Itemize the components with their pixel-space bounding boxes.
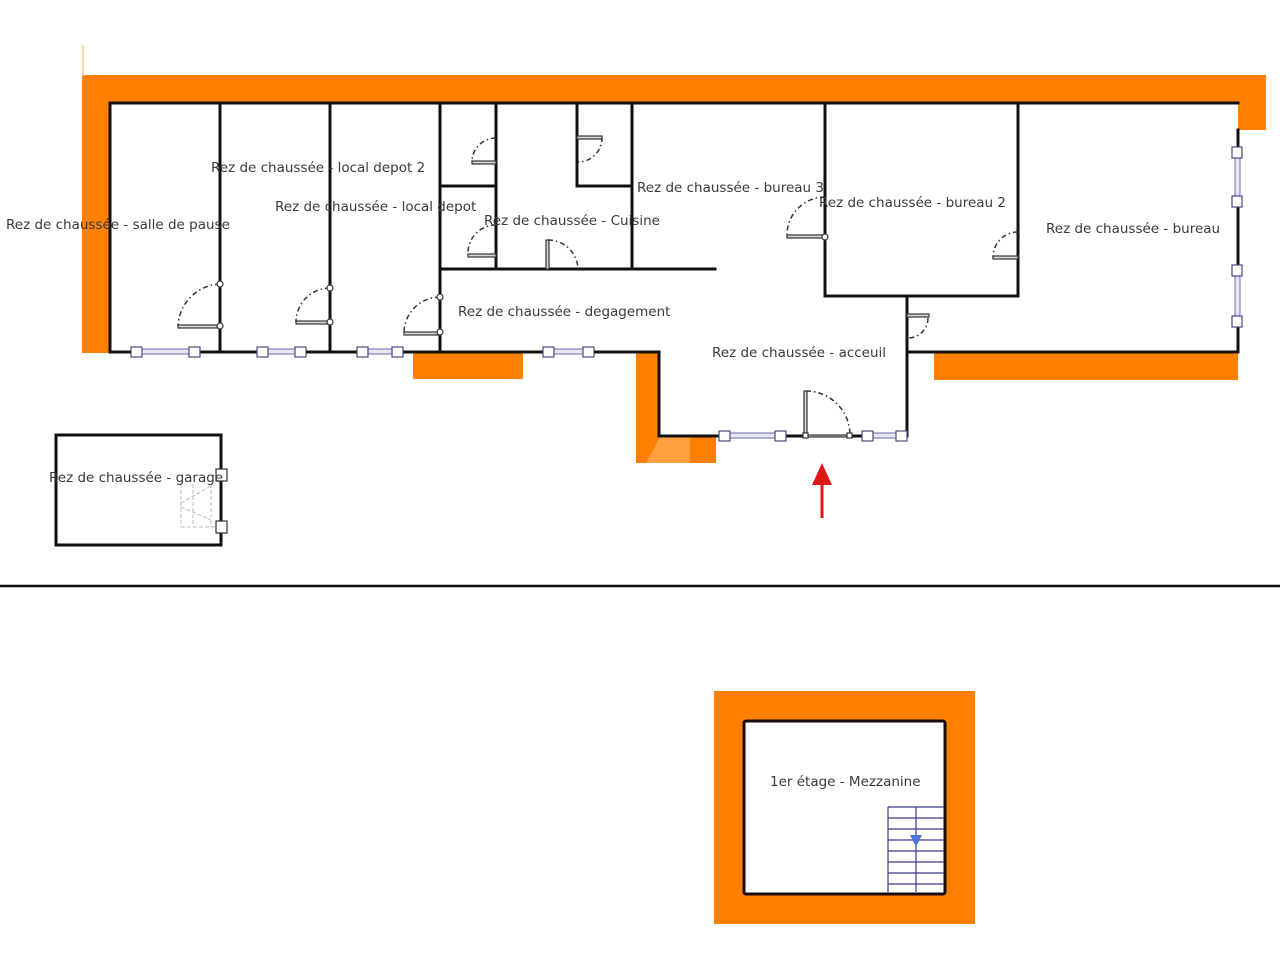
stairs-icon — [887, 806, 944, 892]
label-bureau: Rez de chaussée - bureau — [1046, 221, 1220, 237]
label-cuisine: Rez de chaussée - Cuisine — [484, 213, 660, 229]
label-bureau-3: Rez de chaussée - bureau 3 — [637, 180, 824, 196]
label-salle-de-pause: Rez de chaussée - salle de pause — [6, 217, 230, 233]
label-mezzanine: 1er étage - Mezzanine — [770, 774, 921, 790]
label-acceuil: Rez de chaussée - acceuil — [712, 345, 886, 361]
mezzanine-block: 1er étage - Mezzanine — [714, 691, 975, 924]
room-labels: Rez de chaussée - salle de pause Rez de … — [6, 160, 1220, 486]
label-degagement: Rez de chaussée - degagement — [458, 304, 670, 320]
label-bureau-2: Rez de chaussée - bureau 2 — [819, 195, 1006, 211]
entrance-arrow-icon — [812, 463, 832, 518]
label-local-depot: Rez de chaussée - local depot — [275, 199, 476, 215]
exterior-walls — [82, 45, 1266, 463]
label-garage: Rez de chaussée - garage — [49, 470, 223, 486]
windows — [130, 146, 1243, 442]
interior-walls — [108, 101, 1240, 438]
label-local-depot-2: Rez de chaussée - local depot 2 — [211, 160, 425, 176]
doors — [177, 135, 1019, 439]
garage-block — [54, 433, 228, 547]
